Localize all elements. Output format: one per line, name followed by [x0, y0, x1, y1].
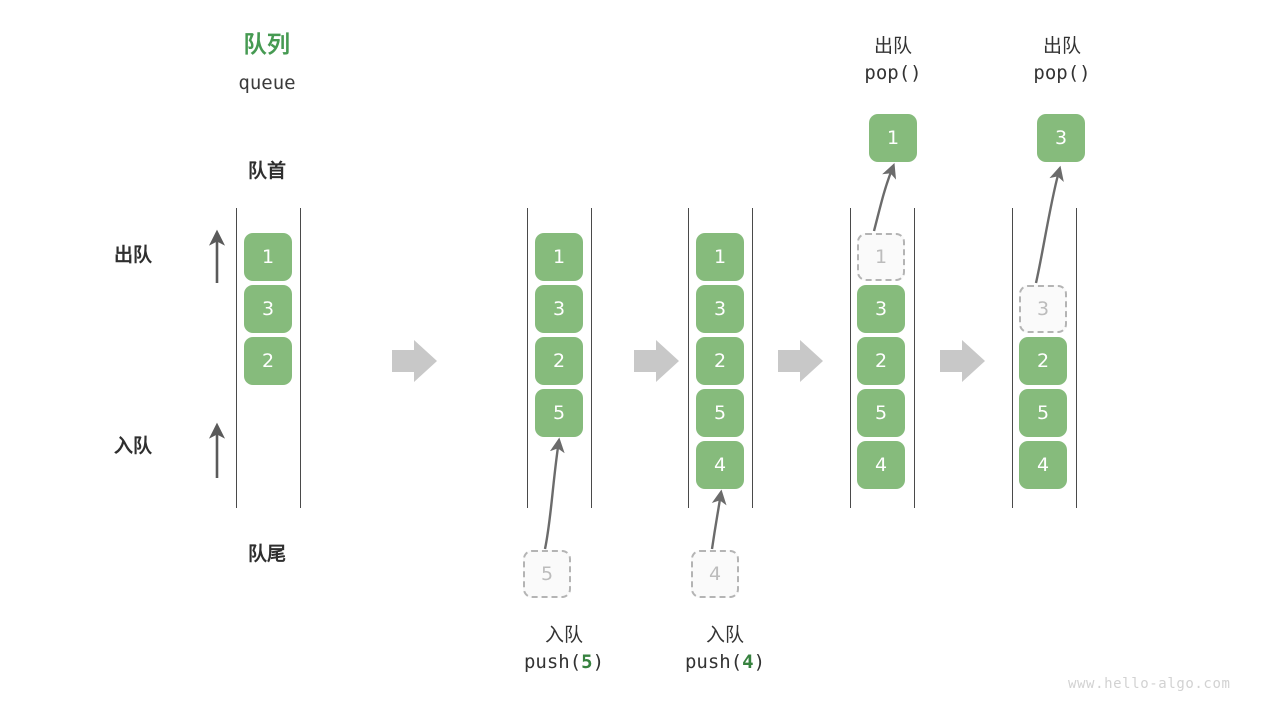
flow-arrow-icon: [778, 340, 823, 382]
queue-cell: 1: [535, 233, 583, 281]
queue-cell: 2: [857, 337, 905, 385]
queue-front-label: 队首: [247, 160, 286, 182]
queue-rail-left-3: [688, 208, 689, 508]
queue-rail-left-4: [850, 208, 851, 508]
queue-cell-ghost: 3: [1019, 285, 1067, 333]
incoming-ghost-cell: 4: [691, 550, 739, 598]
queue-cell: 2: [535, 337, 583, 385]
queue-cell: 4: [1019, 441, 1067, 489]
caption-fn-prefix: push(: [684, 650, 743, 673]
queue-cell: 5: [696, 389, 744, 437]
queue-rail-right-5: [1076, 208, 1077, 508]
header-fn-prefix: pop(: [864, 61, 911, 84]
pop-motion-arrow-1: [872, 163, 897, 232]
enqueue-direction-label: 入队: [113, 435, 152, 457]
caption-en: push(4): [645, 649, 805, 676]
queue-cell: 5: [535, 389, 583, 437]
push-motion-arrow-5: [543, 437, 565, 550]
header-en: pop(): [813, 60, 973, 87]
step-caption-push-5: 入队 push(5): [484, 622, 644, 676]
flow-arrow-icon: [392, 340, 437, 382]
caption-arg: 5: [581, 650, 593, 673]
queue-cell: 4: [696, 441, 744, 489]
flow-arrow-icon: [940, 340, 985, 382]
caption-en: push(5): [484, 649, 644, 676]
flow-arrow-icon: [634, 340, 679, 382]
header-en: pop(): [982, 60, 1142, 87]
watermark: www.hello-algo.com: [1068, 676, 1231, 692]
queue-rail-left-5: [1012, 208, 1013, 508]
queue-cell: 5: [857, 389, 905, 437]
queue-rail-right-4: [914, 208, 915, 508]
queue-cell: 1: [244, 233, 292, 281]
queue-rail-right-3: [752, 208, 753, 508]
queue-cell: 4: [857, 441, 905, 489]
queue-cell: 3: [857, 285, 905, 333]
caption-cn: 入队: [705, 624, 744, 646]
caption-arg: 4: [742, 650, 754, 673]
pop-motion-arrow-3: [1034, 165, 1064, 284]
queue-cell: 2: [696, 337, 744, 385]
header-fn-suffix: ): [1079, 61, 1091, 84]
push-motion-arrow-4: [710, 489, 727, 550]
caption-cn: 入队: [544, 624, 583, 646]
queue-cell: 1: [696, 233, 744, 281]
header-cn: 出队: [873, 35, 912, 57]
dequeue-direction-label: 出队: [113, 244, 152, 266]
caption-fn-suffix: ): [753, 650, 766, 673]
step-header-pop-3: 出队 pop(): [982, 33, 1142, 87]
queue-cell: 3: [696, 285, 744, 333]
header-fn-suffix: ): [910, 61, 922, 84]
queue-cell: 2: [244, 337, 292, 385]
queue-rail-right-2: [591, 208, 592, 508]
queue-rail-right-1: [300, 208, 301, 508]
popped-cell: 3: [1037, 114, 1085, 162]
incoming-ghost-cell: 5: [523, 550, 571, 598]
page-title-cn: 队列: [243, 32, 291, 58]
popped-cell: 1: [869, 114, 917, 162]
queue-cell: 5: [1019, 389, 1067, 437]
queue-cell-ghost: 1: [857, 233, 905, 281]
step-header-pop-1: 出队 pop(): [813, 33, 973, 87]
queue-cell: 3: [535, 285, 583, 333]
caption-fn-prefix: push(: [523, 650, 582, 673]
queue-cell: 3: [244, 285, 292, 333]
step-caption-push-4: 入队 push(4): [645, 622, 805, 676]
queue-cell: 2: [1019, 337, 1067, 385]
page-title-en: queue: [238, 72, 296, 94]
queue-rail-left-1: [236, 208, 237, 508]
header-cn: 出队: [1042, 35, 1081, 57]
caption-fn-suffix: ): [592, 650, 605, 673]
header-fn-prefix: pop(: [1033, 61, 1080, 84]
queue-rail-left-2: [527, 208, 528, 508]
queue-rear-label: 队尾: [247, 543, 286, 565]
